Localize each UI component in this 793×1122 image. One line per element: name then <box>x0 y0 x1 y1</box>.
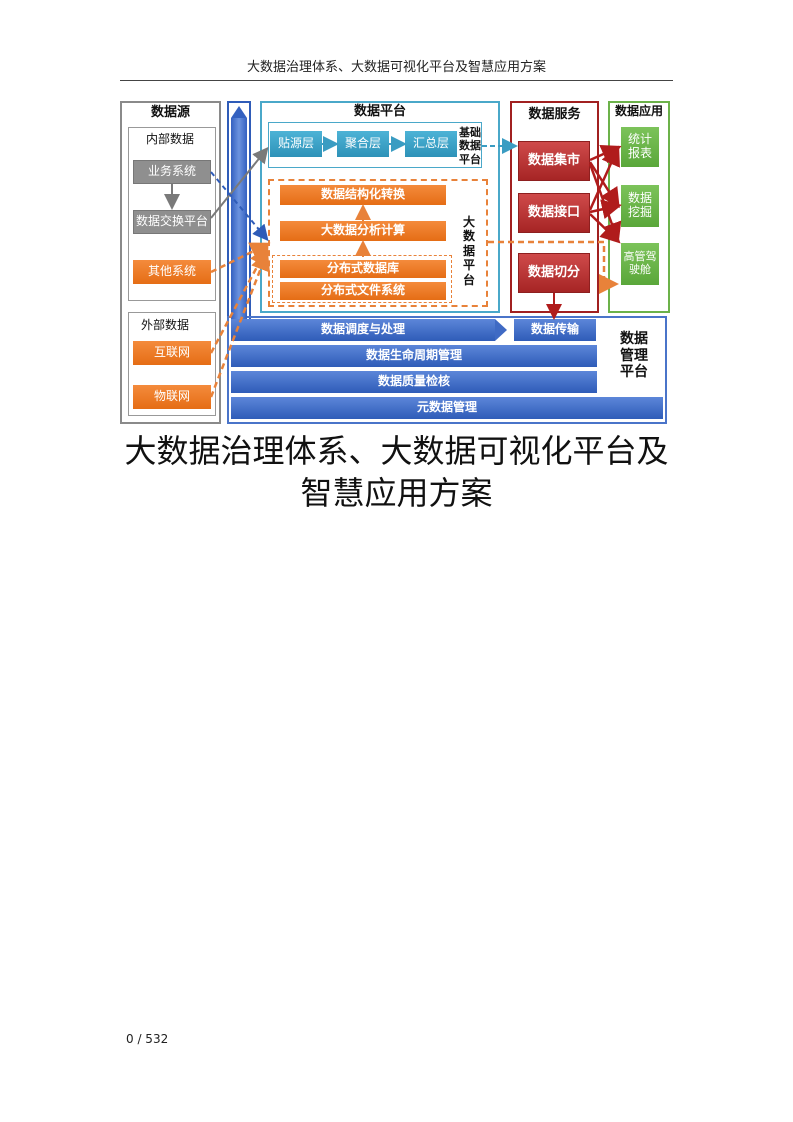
data-source-title: 数据源 <box>150 104 190 120</box>
basic-platform-frame <box>268 122 482 168</box>
layer-aggregate-node: 聚合层 <box>337 131 389 157</box>
data-mining-node: 数据挖掘 <box>621 185 659 227</box>
other-system-node: 其他系统 <box>133 260 211 284</box>
data-service-title: 数据服务 <box>528 106 581 122</box>
data-application-title: 数据应用 <box>614 104 663 119</box>
data-exchange-node: 数据交换平台 <box>133 210 211 234</box>
data-interface-node: 数据接口 <box>518 193 590 233</box>
transmission-bar: 数据传输 <box>514 319 596 341</box>
metadata-bar: 元数据管理 <box>231 397 663 419</box>
bigdata-platform-label: 大数据平台 <box>462 215 475 287</box>
vertical-pipeline-bar <box>231 118 247 323</box>
internal-data-title: 内部数据 <box>145 132 194 147</box>
bigdata-compute-node: 大数据分析计算 <box>280 221 446 241</box>
layer-summary-node: 汇总层 <box>405 131 457 157</box>
exec-cockpit-node: 高管驾驶舱 <box>621 243 659 285</box>
header-rule <box>120 80 673 81</box>
external-data-title: 外部数据 <box>140 318 189 333</box>
management-platform-label: 数据管理平台 <box>620 330 648 381</box>
lifecycle-bar: 数据生命周期管理 <box>231 345 597 367</box>
basic-platform-label: 基础数据平台 <box>459 126 481 166</box>
data-platform-title: 数据平台 <box>353 103 406 119</box>
iot-node: 物联网 <box>133 385 211 409</box>
structured-transform-node: 数据结构化转换 <box>280 185 446 205</box>
data-mart-node: 数据集市 <box>518 141 590 181</box>
stat-report-node: 统计报表 <box>621 127 659 167</box>
page-header: 大数据治理体系、大数据可视化平台及智慧应用方案 <box>246 60 546 75</box>
data-split-node: 数据切分 <box>518 253 590 293</box>
business-system-node: 业务系统 <box>133 160 211 184</box>
scheduling-bar: 数据调度与处理 <box>231 319 495 341</box>
distributed-db-node: 分布式数据库 <box>280 260 446 278</box>
layer-source-node: 贴源层 <box>270 131 322 157</box>
distributed-fs-node: 分布式文件系统 <box>280 282 446 300</box>
page-number: 0 / 532 <box>126 1032 169 1046</box>
internet-node: 互联网 <box>133 341 211 365</box>
page-title: 大数据治理体系、大数据可视化平台及智慧应用方案 <box>124 432 669 512</box>
quality-check-bar: 数据质量检核 <box>231 371 597 393</box>
